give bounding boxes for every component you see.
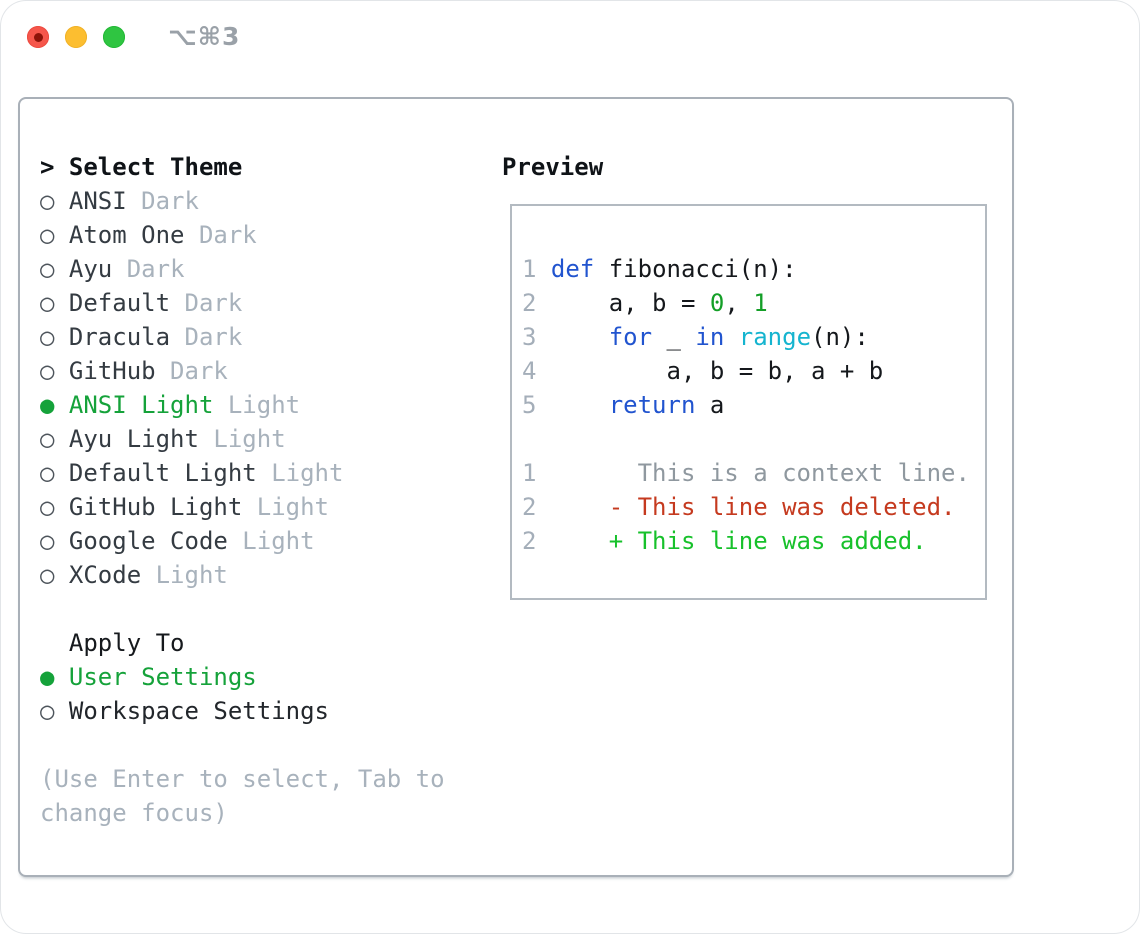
theme-option[interactable]: ○ ANSI Dark	[40, 184, 343, 218]
variant-badge: Light	[256, 459, 344, 487]
preview-box: 1 def fibonacci(n): 2 a, b = 0, 1 3 for …	[510, 204, 987, 600]
theme-option[interactable]: ○ GitHub Light Light	[40, 490, 343, 524]
option-label: User Settings	[68, 663, 257, 691]
radio-unselected-icon: ○	[40, 561, 69, 589]
variant-badge: Dark	[170, 323, 243, 351]
radio-unselected-icon: ○	[40, 459, 69, 487]
theme-option[interactable]: ○ Default Light Light	[40, 456, 343, 490]
variant-badge: Dark	[126, 187, 199, 215]
radio-unselected-icon: ○	[40, 323, 69, 351]
radio-unselected-icon: ○	[40, 221, 69, 249]
main-panel: > Select Theme ○ ANSI Dark○ Atom One Dar…	[18, 97, 1014, 877]
variant-badge: Dark	[155, 357, 228, 385]
variant-badge: Light	[227, 527, 315, 555]
theme-option[interactable]: ○ Atom One Dark	[40, 218, 343, 252]
variant-badge: Dark	[112, 255, 185, 283]
preview-title: Preview	[502, 153, 604, 181]
variant-badge: Light	[213, 391, 301, 419]
apply-to-options: ● User Settings○ Workspace Settings	[40, 660, 329, 728]
variant-badge: Light	[198, 425, 286, 453]
variant-badge: Dark	[170, 289, 243, 317]
cursor-caret-icon: >	[40, 153, 69, 181]
radio-unselected-icon: ○	[40, 527, 69, 555]
radio-selected-icon: ●	[40, 391, 69, 419]
radio-unselected-icon: ○	[40, 255, 69, 283]
radio-unselected-icon: ○	[40, 289, 69, 317]
theme-option[interactable]: ○ Default Dark	[40, 286, 343, 320]
theme-option[interactable]: ○ GitHub Dark	[40, 354, 343, 388]
option-label: Ayu Light	[68, 425, 199, 453]
option-label: ANSI	[68, 187, 127, 215]
theme-option[interactable]: ○ Ayu Dark	[40, 252, 343, 286]
close-button[interactable]	[27, 26, 49, 48]
radio-selected-icon: ●	[40, 663, 69, 691]
radio-unselected-icon: ○	[40, 493, 69, 521]
radio-unselected-icon: ○	[40, 425, 69, 453]
option-label: ANSI Light	[68, 391, 214, 419]
option-label: Dracula	[68, 323, 171, 351]
theme-select-section: > Select Theme ○ ANSI Dark○ Atom One Dar…	[40, 150, 343, 592]
option-label: Default	[68, 289, 171, 317]
theme-option[interactable]: ○ Ayu Light Light	[40, 422, 343, 456]
theme-option[interactable]: ○ XCode Light	[40, 558, 343, 592]
close-button-dot-icon	[33, 32, 43, 42]
apply-to-header: Apply To	[40, 626, 329, 660]
radio-unselected-icon: ○	[40, 697, 69, 725]
option-label: XCode	[68, 561, 142, 589]
option-label: Google Code	[68, 527, 228, 555]
apply-to-title: Apply To	[40, 629, 185, 657]
theme-option[interactable]: ○ Dracula Dark	[40, 320, 343, 354]
maximize-button[interactable]	[103, 26, 125, 48]
titlebar	[27, 26, 125, 48]
option-label: GitHub	[68, 357, 156, 385]
radio-unselected-icon: ○	[40, 357, 69, 385]
select-theme-header: > Select Theme	[40, 150, 343, 184]
variant-badge: Light	[141, 561, 228, 589]
hint-text: (Use Enter to select, Tab to change focu…	[40, 765, 445, 827]
window-shortcut-label: ⌥⌘3	[168, 22, 241, 51]
theme-list: ○ ANSI Dark○ Atom One Dark○ Ayu Dark○ De…	[40, 184, 343, 592]
apply-to-option[interactable]: ● User Settings	[40, 660, 329, 694]
select-theme-title: Select Theme	[68, 153, 243, 181]
apply-to-option[interactable]: ○ Workspace Settings	[40, 694, 329, 728]
code-preview: 1 def fibonacci(n): 2 a, b = 0, 1 3 for …	[522, 255, 970, 555]
variant-badge: Light	[242, 493, 329, 521]
option-label: Ayu	[68, 255, 113, 283]
minimize-button[interactable]	[65, 26, 87, 48]
radio-unselected-icon: ○	[40, 187, 69, 215]
theme-option[interactable]: ○ Google Code Light	[40, 524, 343, 558]
option-label: Atom One	[68, 221, 185, 249]
option-label: Default Light	[68, 459, 257, 487]
option-label: Workspace Settings	[68, 697, 329, 725]
theme-option[interactable]: ● ANSI Light Light	[40, 388, 343, 422]
variant-badge: Dark	[184, 221, 257, 249]
option-label: GitHub Light	[68, 493, 243, 521]
apply-to-section: Apply To ● User Settings○ Workspace Sett…	[40, 626, 329, 728]
